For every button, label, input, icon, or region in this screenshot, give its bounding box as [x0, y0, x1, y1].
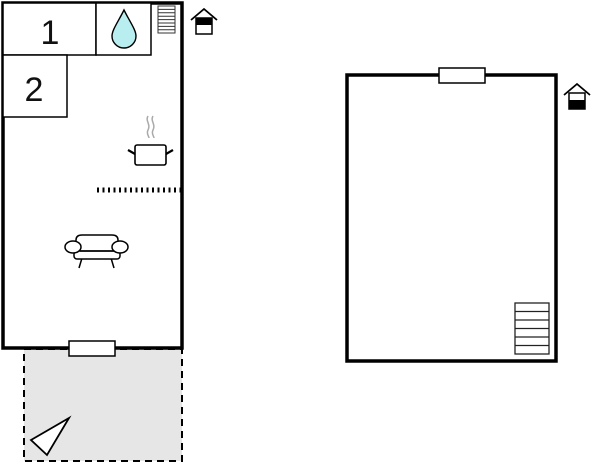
- upper-floor: [345, 67, 558, 363]
- ground-floor: 1 2: [1, 1, 184, 357]
- entrance-icon: [190, 7, 218, 35]
- stairs-icon: [157, 5, 176, 34]
- entrance-icon: [563, 82, 591, 110]
- water-drop-icon: [111, 8, 137, 49]
- room-2-label: 2: [25, 71, 44, 109]
- room-1: 1: [2, 2, 97, 56]
- cooking-pot-icon: [127, 115, 174, 166]
- window-icon: [68, 340, 116, 357]
- stairs-icon: [514, 302, 550, 355]
- room-2: 2: [2, 54, 68, 118]
- sofa-icon: [64, 234, 129, 269]
- room-1-label: 1: [41, 14, 60, 52]
- bathroom: [95, 2, 152, 56]
- compass-icon: [29, 415, 72, 457]
- window-icon: [438, 67, 486, 84]
